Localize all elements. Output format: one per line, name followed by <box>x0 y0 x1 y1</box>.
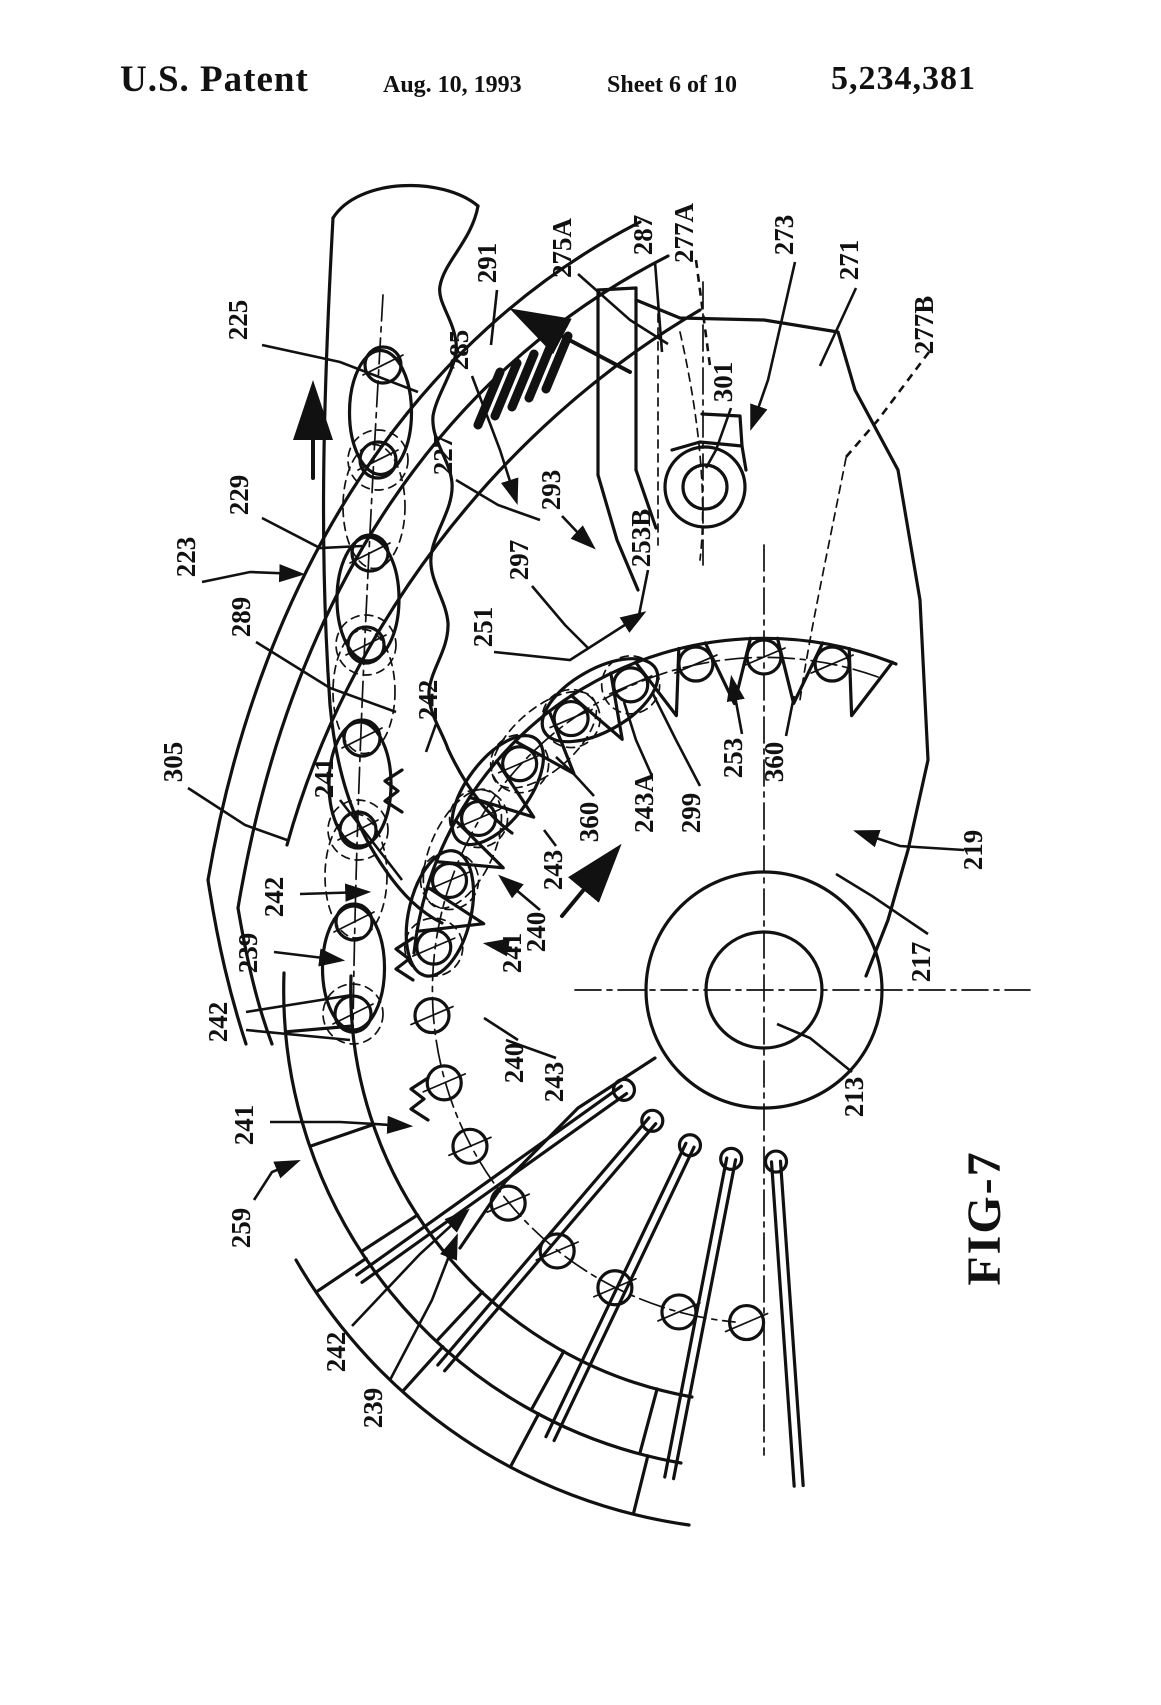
ref-label-243: 243 <box>538 850 568 891</box>
ref-label-297: 297 <box>504 540 534 581</box>
ref-label-360: 360 <box>759 742 789 783</box>
ref-label-241: 241 <box>497 933 527 974</box>
ref-label-253B: 253B <box>626 509 656 568</box>
ref-label-243: 243 <box>539 1062 569 1103</box>
ref-label-242: 242 <box>321 1332 351 1373</box>
pivot-eye <box>665 414 746 527</box>
ref-label-213: 213 <box>839 1077 869 1118</box>
ref-label-217: 217 <box>906 942 936 983</box>
figure-label: FIG-7 <box>958 1150 1011 1285</box>
ref-label-225: 225 <box>223 300 253 341</box>
ref-label-229: 229 <box>224 475 254 516</box>
ref-label-289: 289 <box>226 597 256 638</box>
spokes <box>357 1079 803 1486</box>
figure-label: FIG-7 <box>958 1150 1011 1285</box>
ref-label-227: 227 <box>428 435 458 476</box>
ref-label-301: 301 <box>708 362 738 403</box>
ref-label-293: 293 <box>536 470 566 511</box>
ref-label-242: 242 <box>203 1002 233 1043</box>
ref-label-241: 241 <box>229 1105 259 1146</box>
ref-label-241: 241 <box>309 758 339 799</box>
ref-label-251: 251 <box>468 607 498 648</box>
ref-label-277B: 277B <box>909 296 939 355</box>
ref-label-305: 305 <box>158 742 188 783</box>
ref-label-277A: 277A <box>669 203 699 264</box>
ref-label-239: 239 <box>358 1388 388 1429</box>
ref-label-299: 299 <box>676 793 706 834</box>
ref-label-239: 239 <box>233 933 263 974</box>
ref-label-259: 259 <box>226 1208 256 1249</box>
ref-label-360: 360 <box>574 802 604 843</box>
ref-label-242: 242 <box>259 877 289 918</box>
ref-label-285: 285 <box>444 330 474 371</box>
ref-label-253: 253 <box>718 738 748 779</box>
ref-label-291: 291 <box>472 243 502 284</box>
ref-label-223: 223 <box>171 537 201 578</box>
ref-label-287: 287 <box>628 215 658 256</box>
ref-label-273: 273 <box>769 215 799 256</box>
ref-label-240: 240 <box>499 1043 529 1084</box>
ref-label-275A: 275A <box>547 218 577 279</box>
ref-label-242: 242 <box>413 680 443 721</box>
ref-label-271: 271 <box>834 240 864 281</box>
ref-label-243A: 243A <box>629 773 659 834</box>
